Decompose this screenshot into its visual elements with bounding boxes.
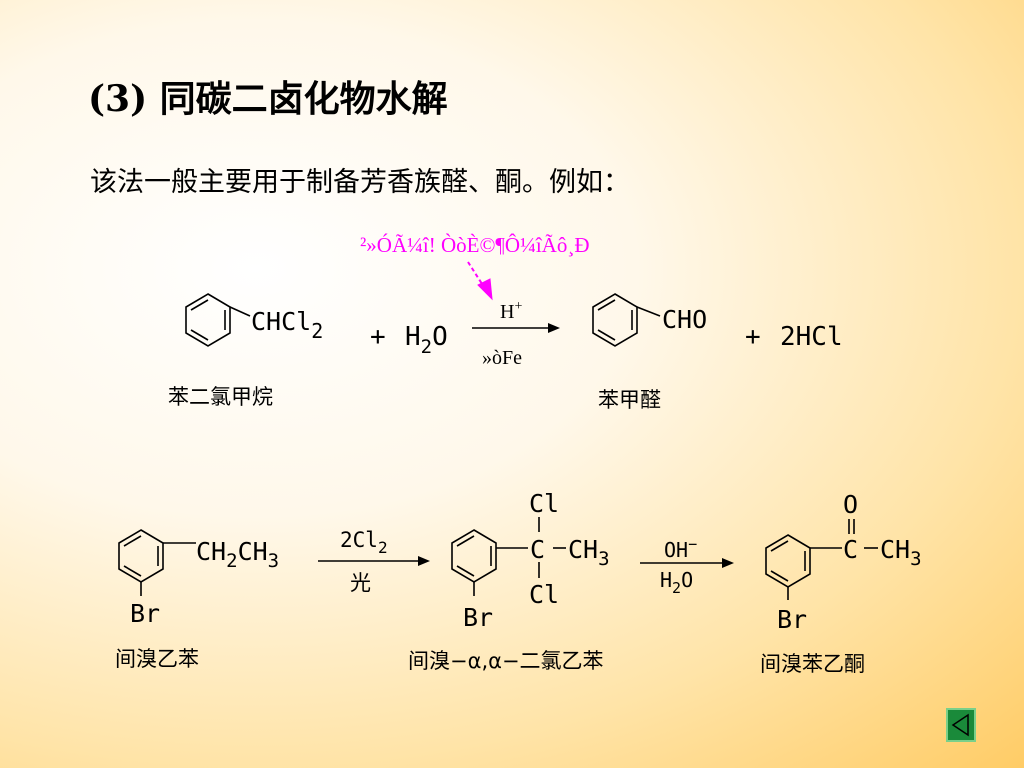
svg-text:CH2CH3: CH2CH3 — [196, 537, 279, 572]
cond2b-top: OH — [664, 538, 688, 562]
svg-text:CH3: CH3 — [880, 535, 922, 570]
water-o: O — [432, 322, 448, 352]
intro-text: 该法一般主要用于制备芳香族醛、酮。例如： — [90, 167, 630, 198]
benzene-ring-5 — [765, 519, 878, 600]
cond2b-bottom: H — [660, 568, 672, 592]
annotation-arrow — [467, 261, 493, 301]
product-ch: CH — [880, 535, 910, 564]
reaction-arrow-1 — [472, 323, 560, 333]
product-name-1: 苯甲醛 — [598, 388, 661, 412]
cond2b-bottom-o: O — [681, 568, 693, 592]
mid-cl-top: Cl — [529, 489, 559, 518]
reactant-name-1: 苯二氯甲烷 — [168, 385, 273, 409]
compound-name-3: 间溴苯乙酮 — [760, 652, 865, 676]
page-title: (3) 同碳二卤化物水解 — [88, 78, 448, 120]
benzene-ring-1 — [185, 293, 231, 347]
mid-ch-sub: 3 — [598, 548, 609, 570]
br-3: Br — [777, 605, 807, 634]
cond2a-top-sub: 2 — [378, 538, 388, 557]
svg-text:CHCl2: CHCl2 — [251, 307, 323, 343]
compound-name-2: 间溴−α,α−二氯乙苯 — [408, 649, 604, 673]
svg-text:H2O: H2O — [660, 568, 693, 597]
reactant-sub: 2 — [311, 319, 323, 343]
r2-sub-a: 2 — [226, 550, 237, 572]
r2-sub-b: 3 — [268, 550, 279, 572]
svg-text:CH3: CH3 — [568, 535, 610, 570]
back-button[interactable] — [946, 708, 976, 742]
benzene-ring-2 — [592, 293, 638, 347]
mid-c: C — [530, 535, 545, 564]
svg-text:H+: H+ — [500, 299, 522, 323]
cond2b-top-sup: − — [688, 535, 697, 553]
reaction-arrow-2 — [318, 556, 430, 566]
plus-sign-1: + — [370, 322, 386, 352]
cond2a-top: 2Cl — [340, 528, 378, 552]
cond1-top: H — [500, 301, 514, 323]
triangle-left-icon — [951, 713, 969, 737]
cond1-bottom: »òFe — [482, 347, 522, 369]
product-o: O — [843, 490, 858, 519]
product-c: C — [843, 535, 858, 564]
br-2: Br — [463, 603, 493, 632]
svg-text:OH−: OH− — [664, 535, 697, 562]
reaction-arrow-3 — [640, 558, 734, 568]
reactant-group: CHCl — [251, 307, 311, 336]
cond2a-bottom: 光 — [350, 571, 371, 595]
water-h: H — [405, 322, 421, 352]
annotation-text: ²»ÓÃ¼î! ÒòÈ©¶Ô¼îÃô¸Ð — [360, 233, 590, 257]
cond1-top-sup: + — [514, 299, 522, 314]
br-1: Br — [130, 599, 160, 628]
svg-text:2Cl2: 2Cl2 — [340, 528, 388, 557]
plus-sign-2: + — [745, 322, 761, 352]
mid-cl-bottom: Cl — [529, 580, 559, 609]
benzene-ring-3 — [118, 529, 196, 596]
water-sub: 2 — [421, 336, 432, 358]
compound-name-1: 间溴乙苯 — [115, 647, 199, 671]
benzene-ring-4 — [451, 517, 566, 596]
r2-group-a: CH — [196, 537, 226, 566]
r2-group-b: CH — [238, 537, 268, 566]
product-ch-sub: 3 — [910, 548, 921, 570]
mid-ch: CH — [568, 535, 598, 564]
byproduct: 2HCl — [780, 322, 843, 352]
cond2b-bottom-sub: 2 — [672, 579, 681, 597]
product-group: CHO — [662, 305, 707, 334]
svg-text:H2O: H2O — [405, 322, 448, 358]
